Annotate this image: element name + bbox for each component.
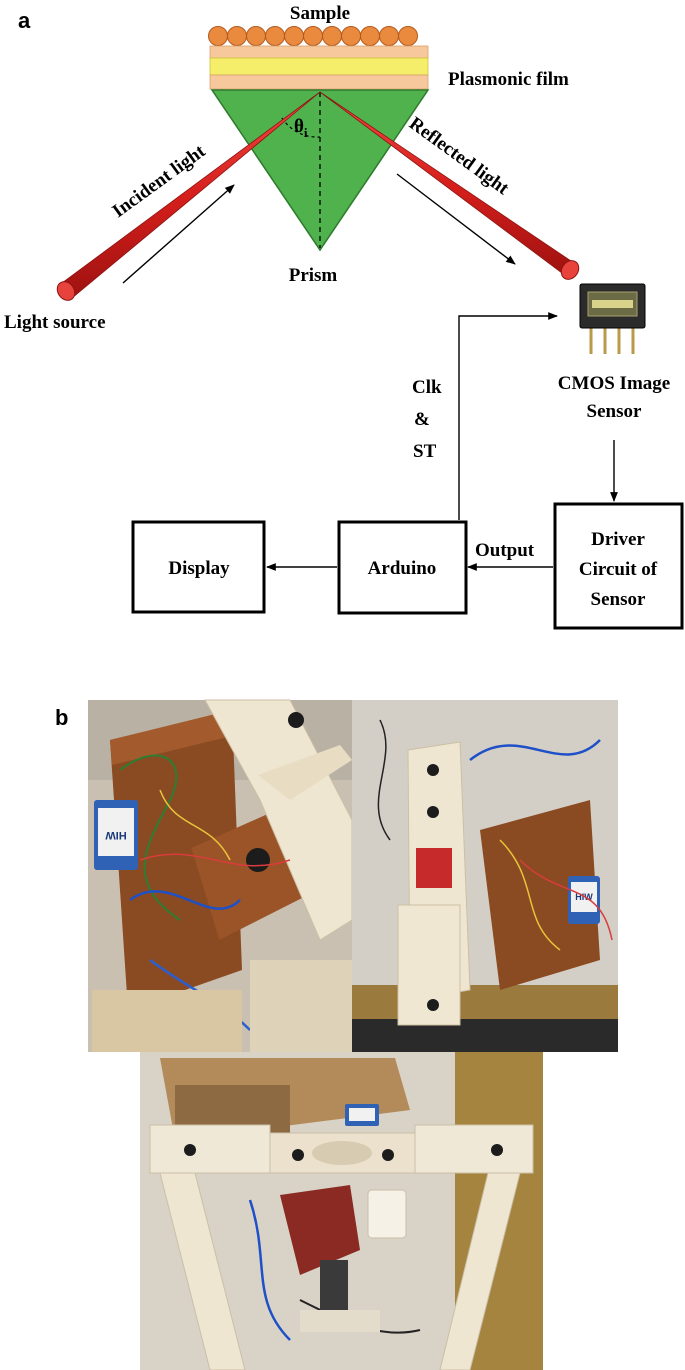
prism-label: Prism <box>289 265 338 286</box>
sample-bead <box>227 26 247 46</box>
driver-label-line3: Sensor <box>591 589 646 610</box>
battery-label-1: HIW <box>105 829 127 841</box>
theta-symbol: θi <box>294 116 308 140</box>
sample-bead <box>246 26 266 46</box>
display-label: Display <box>168 558 230 579</box>
clk-st-signal-line <box>458 312 558 520</box>
reflected-direction-arrow <box>396 173 516 265</box>
arduino-box <box>337 520 468 615</box>
sample-bead <box>341 26 361 46</box>
clk-label: Clk <box>412 377 442 398</box>
plasmonic-film <box>209 45 429 90</box>
driver-label-line1: Driver <box>591 529 645 550</box>
incident-beam <box>56 91 321 301</box>
reflected-beam <box>319 91 580 280</box>
st-label: ST <box>413 441 437 462</box>
cmos-label-line2: Sensor <box>587 401 642 422</box>
sample-bead <box>284 26 304 46</box>
sample-label: Sample <box>290 3 350 24</box>
sample-bead <box>265 26 285 46</box>
photo-setup-top-right: HIW <box>352 700 618 1052</box>
panel-label-b: b <box>55 705 68 730</box>
sample-bead <box>398 26 418 46</box>
photo-setup-bottom <box>140 1052 543 1370</box>
driver-circuit-box <box>553 502 684 630</box>
panel-label-a: a <box>18 8 31 33</box>
cmos-label-line1: CMOS Image <box>558 373 670 394</box>
sample-bead <box>208 26 228 46</box>
light-source-label: Light source <box>4 312 106 333</box>
arduino-label: Arduino <box>368 558 437 579</box>
cmos-sensor-chip <box>579 283 646 354</box>
sample-bead <box>360 26 380 46</box>
photo-setup-top-left: HIW <box>88 699 353 1052</box>
sample-bead <box>303 26 323 46</box>
sample-beads <box>208 26 418 46</box>
sample-bead <box>322 26 342 46</box>
sample-bead <box>379 26 399 46</box>
amp-label: & <box>414 409 430 430</box>
plasmonic-film-label: Plasmonic film <box>448 69 569 90</box>
incident-light-label: Incident light <box>109 140 210 222</box>
display-box <box>131 520 266 614</box>
incident-direction-arrow <box>122 184 235 284</box>
output-label: Output <box>475 540 535 561</box>
driver-label-line2: Circuit of <box>579 559 658 580</box>
